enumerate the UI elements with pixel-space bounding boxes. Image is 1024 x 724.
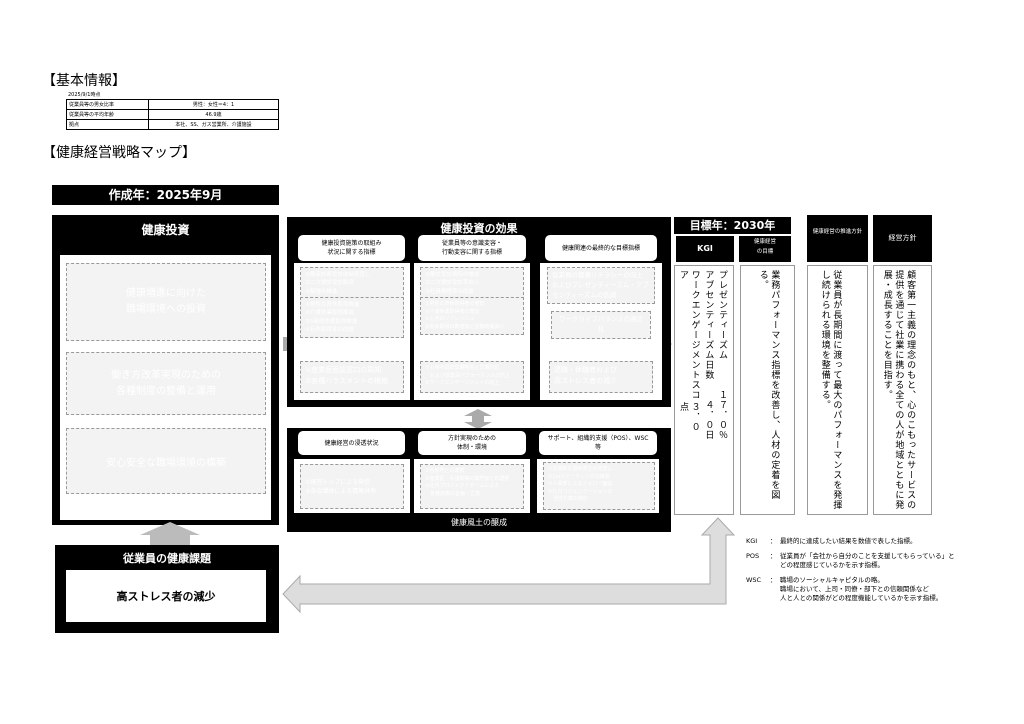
effects-item: 退職・休職者および 高ストレス者の減少: [549, 361, 653, 393]
effects-box: 健康投資の効果 健康投資施策の取組み 状況に関する指標 従業員等の意識変容・ 行…: [287, 217, 671, 407]
legend: KGI：最終的に達成したい結果を数値で表した指標。 POS：従業員が「会社から自…: [746, 537, 986, 604]
effects-item: 従業員の健康リテラシーの向上 およびプレゼンティーズム・アブセンティーズムの低減: [547, 267, 655, 305]
investment-item: 健康増進に向けた 職場環境への投資: [66, 263, 266, 341]
health-issue-title: 従業員の健康課題: [123, 552, 211, 565]
target-year: 目標年：2030年: [674, 217, 791, 234]
goal-text: 業務パフォーマンス指標を改善し、人材の定着を図る。: [757, 270, 780, 500]
legend-item: WSC ：職場のソーシャルキャピタルの略。 職場において、上司・同僚・部下との信頼…: [746, 576, 986, 603]
legend-sep: ：: [770, 552, 777, 561]
kgi-value: ４．０日: [703, 400, 714, 440]
effects-item: ワークライフバランスの適正化: [551, 311, 651, 339]
legend-term: KGI: [746, 537, 758, 545]
legend-desc: 職場のソーシャルキャピタルの略。 職場において、上司・同僚・部下との信頼関係など…: [780, 576, 943, 603]
effects-item: ①男性の育休取得推進 ②介護休業取得推進 ③5連続休暇取得推進 ④有休取得率の改…: [300, 297, 404, 338]
promotion-label: 健康経営の推進方針: [807, 215, 868, 262]
policy-column: 顧客第一主義の理念のもと、心のこもったサービスの提供を通じて社業に携わる全ての人…: [873, 265, 932, 515]
investment-item: 働き方改革実現のための 各種制度の整備と運用: [66, 352, 266, 415]
kgi-item: アブセンティーズム日数 ４．０日: [702, 270, 714, 440]
map-heading: 【健康経営戦略マップ】: [42, 145, 196, 161]
updown-arrow-icon: [464, 409, 492, 429]
health-issue-box: 従業員の健康課題 高ストレス者の減少: [55, 545, 279, 633]
legend-term: WSC: [746, 576, 762, 585]
basic-info-heading: 【基本情報】: [42, 73, 126, 89]
kgi-name: プレゼンティーズム: [717, 270, 727, 360]
kgi-name: ワークエンゲージメントスコア: [677, 270, 700, 400]
effects-item: ①健康診断受診体制見直し ②二次検診受診勧奨 ③禁煙の推進: [300, 267, 404, 300]
policy-label: 経営方針: [873, 215, 932, 262]
created-year: 作成年：2025年9月: [52, 185, 279, 205]
culture-box: 健康経営の浸透状況 方針実現のための 体制・環境 サポート、組織的支援（POS）…: [287, 428, 671, 532]
basic-info-date: 2025/9/1時点: [68, 92, 101, 98]
culture-header: 方針実現のための 体制・環境: [418, 431, 526, 455]
cell: 本社、SS、ガス営業所、介護施設: [148, 119, 279, 130]
health-issue-value: 高ストレス者の減少: [66, 570, 266, 622]
culture-title: 健康風土の醸成: [451, 518, 507, 527]
goal-column: 業務パフォーマンス指標を改善し、人材の定着を図る。: [740, 265, 795, 515]
effects-item: ①心身不調の早期発見と早期対応 および従業員パフォーマンスの向上 ②ワークエンゲ…: [420, 361, 524, 393]
effects-item: ①男性の育休取得者の増加 ②介護休業取得者の増加 ③心身のリフレッシュ ④有休取…: [420, 297, 524, 335]
investment-item: 安心安全な職場環境の構築: [66, 428, 266, 494]
kgi-item: プレゼンティーズム １７．０％: [715, 270, 727, 440]
legend-desc: 最終的に達成したい結果を数値で表した指標。: [780, 537, 917, 545]
table-row: 拠点本社、SS、ガス営業所、介護施設: [66, 119, 279, 130]
effects-item: ①健診受診病院の増加 ②二次検診受診率向上 ③社員喫煙率の改善: [420, 267, 524, 300]
culture-header: サポート、組織的支援（POS）、WSC 等: [539, 431, 657, 455]
culture-item: ①経営トップによる発信 ②各会議体による情報共有: [300, 464, 404, 509]
effects-header: 健康関連の最終的な目標指標: [545, 235, 657, 261]
legend-sep: ：: [770, 537, 777, 545]
effects-title: 健康投資の効果: [440, 222, 518, 235]
culture-item: ①各部門との連携 ②産業医・看護師等の専門家との連携 ③社内プロジェクトチームに…: [420, 464, 524, 509]
kgi-column: プレゼンティーズム １７．０％ アブセンティーズム日数 ４．０日 ワークエンゲージメ…: [674, 265, 734, 515]
investment-box: 健康投資 健康増進に向けた 職場環境への投資 働き方改革実現のための 各種制度の…: [52, 215, 279, 525]
culture-item: ①定期的な福利厚生の見直し ②1on1ミーティングの推奨 ③人事部によるフォロー…: [543, 462, 655, 510]
up-arrow-icon: [140, 522, 200, 545]
legend-item: POS ：従業員が「会社から自分のことを支援してもらっている」と どの程度感じてい…: [746, 552, 986, 570]
effects-header: 従業員等の意識変容・ 行動変容に関する指標: [418, 235, 526, 261]
legend-sep: ：: [770, 576, 777, 585]
legend-desc: 従業員が「会社から自分のことを支援してもらっている」と どの程度感じているかを示…: [780, 552, 955, 570]
policy-text: 顧客第一主義の理念のもと、心のこもったサービスの提供を通じて社業に携わる全ての人…: [881, 270, 916, 510]
return-arrow-icon: [282, 517, 736, 614]
effects-header: 健康投資施策の取組み 状況に関する指標: [298, 235, 405, 261]
goal-label: 健康経営 の目標: [739, 236, 791, 262]
effects-item: ①産業医面談窓口の周知 ②各種ハラスメントの根絶: [300, 361, 404, 393]
promotion-text: 従業員が長期間に渡って最大のパフォーマンスを発揮し続けられる環境を整備する。: [819, 270, 842, 510]
legend-item: KGI ：最終的に達成したい結果を数値で表した指標。: [746, 537, 986, 546]
kgi-value: ３．０点: [677, 402, 700, 433]
kgi-value: １７．０％: [717, 390, 727, 440]
investment-title: 健康投資: [141, 223, 190, 237]
promotion-column: 従業員が長期間に渡って最大のパフォーマンスを発揮し続けられる環境を整備する。: [807, 265, 868, 515]
legend-term: POS: [746, 552, 760, 561]
kgi-label: KGI: [676, 236, 734, 262]
kgi-name: アブセンティーズム日数: [703, 270, 714, 380]
culture-header: 健康経営の浸透状況: [298, 431, 405, 455]
